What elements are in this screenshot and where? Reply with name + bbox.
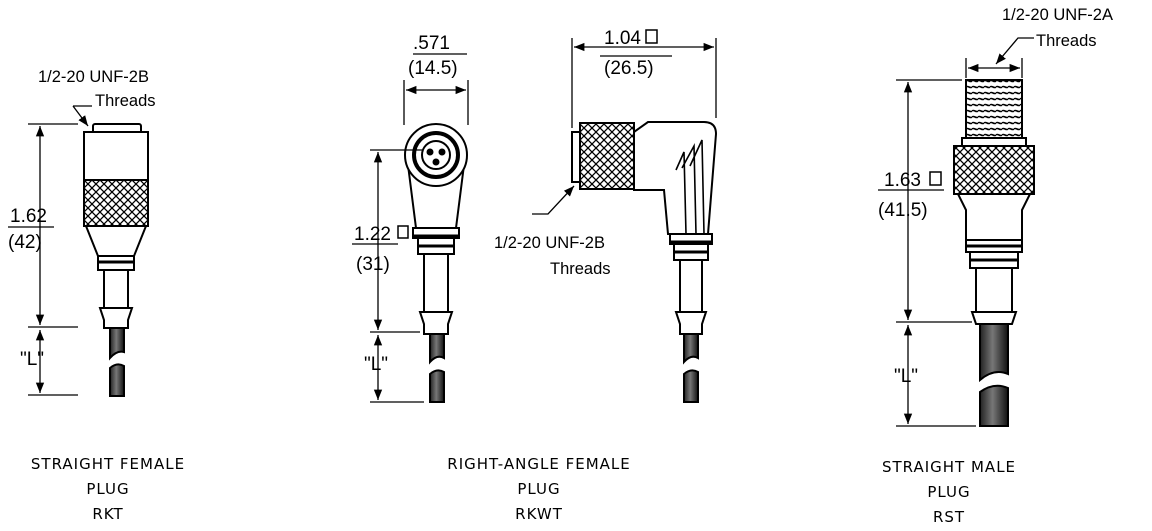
rkwt-side-cable-upper — [683, 333, 699, 365]
rkt-drawing — [8, 105, 149, 397]
rkwt-reach-mm: (26.5) — [604, 58, 654, 79]
rkt-neck — [103, 269, 129, 309]
rkt-thread-word: Threads — [95, 92, 156, 110]
rkt-cable-length-label: "L" — [20, 349, 44, 370]
rkwt-height-inches: 1.22 — [354, 224, 391, 245]
rkwt-side-cable-lower — [683, 369, 699, 403]
rst-caption-line1: STRAIGHT MALE — [882, 458, 1016, 476]
rst-drawing — [878, 37, 1035, 427]
rkt-caption-line3: RKT — [92, 505, 123, 523]
rkwt-side-drawing — [532, 38, 718, 403]
rkwt-reach-square-mark — [645, 29, 658, 44]
rst-knurled-nut — [953, 145, 1035, 195]
rkwt-side-knurled-nut — [579, 122, 635, 190]
rkwt-caption-line2: PLUG — [517, 480, 560, 498]
rst-labels: 1/2-20 UNF-2A Threads 1.63 (41.5) "L" — [878, 6, 1113, 387]
rkwt-face-pin — [426, 148, 434, 156]
rkwt-caption-line3: RKWT — [515, 505, 563, 523]
rkwt-width-mm: (14.5) — [408, 58, 458, 79]
rkt-length-mm: (42) — [8, 232, 42, 253]
rkt-taper — [84, 225, 148, 257]
rkwt-thread-word: Threads — [550, 260, 611, 278]
rkwt-thread-spec: 1/2-20 UNF-2B — [494, 234, 605, 252]
rkwt-face-dimension-lines — [352, 53, 469, 403]
rkwt-caption-line1: RIGHT-ANGLE FEMALE — [447, 455, 630, 473]
rst-length-square-mark — [929, 171, 942, 186]
rst-cable-upper — [979, 323, 1009, 383]
rst-caption-line3: RST — [933, 508, 965, 526]
rst-neck — [975, 267, 1013, 313]
rkwt-face-cable-upper — [429, 333, 445, 365]
rkt-labels: 1/2-20 UNF-2B Threads 1.62 (42) "L" — [8, 68, 156, 370]
rkwt-reach-inches: 1.04 — [604, 28, 641, 49]
rst-cable-length-label: "L" — [894, 366, 918, 387]
rst-dimension-lines — [878, 37, 1034, 427]
rkwt-side-labels: 1.04 (26.5) 1/2-20 UNF-2B Threads — [494, 28, 658, 278]
rkwt-face-cable-lower — [429, 369, 445, 403]
rst-taper — [956, 193, 1032, 241]
rkt-knurled-nut — [83, 179, 149, 227]
rst-caption-line2: PLUG — [927, 483, 970, 501]
rkwt-face-drawing — [352, 53, 469, 403]
rkt-ferrule — [98, 307, 134, 329]
rst-length-inches: 1.63 — [884, 170, 921, 191]
rkwt-side-dimension-lines — [532, 38, 717, 215]
rkt-thread-spec: 1/2-20 UNF-2B — [38, 68, 149, 86]
rkwt-width-inches: .571 — [413, 33, 450, 54]
rkt-body — [83, 131, 149, 181]
rkt-caption-line2: PLUG — [86, 480, 129, 498]
rkt-dimension-lines — [8, 105, 92, 396]
rst-cable-lower — [979, 384, 1009, 427]
rkwt-height-square-mark — [397, 225, 409, 239]
rkt-cable-upper — [109, 327, 125, 361]
rkwt-side-ribs — [675, 139, 705, 235]
rst-thread-spec: 1/2-20 UNF-2A — [1002, 6, 1113, 24]
rst-thread-word: Threads — [1036, 32, 1097, 50]
rkt-caption-line1: STRAIGHT FEMALE — [31, 455, 185, 473]
rst-length-mm: (41.5) — [878, 200, 928, 221]
rkwt-cable-length-label: "L" — [364, 354, 388, 375]
captions: STRAIGHT FEMALE PLUG RKT RIGHT-ANGLE FEM… — [31, 455, 1016, 526]
rkt-length-inches: 1.62 — [10, 206, 47, 227]
rkwt-height-mm: (31) — [356, 254, 390, 275]
rkwt-face-labels: .571 (14.5) 1.22 (31) "L" — [354, 33, 458, 375]
rkt-cable-lower — [109, 363, 125, 397]
rst-male-threads — [965, 79, 1023, 145]
